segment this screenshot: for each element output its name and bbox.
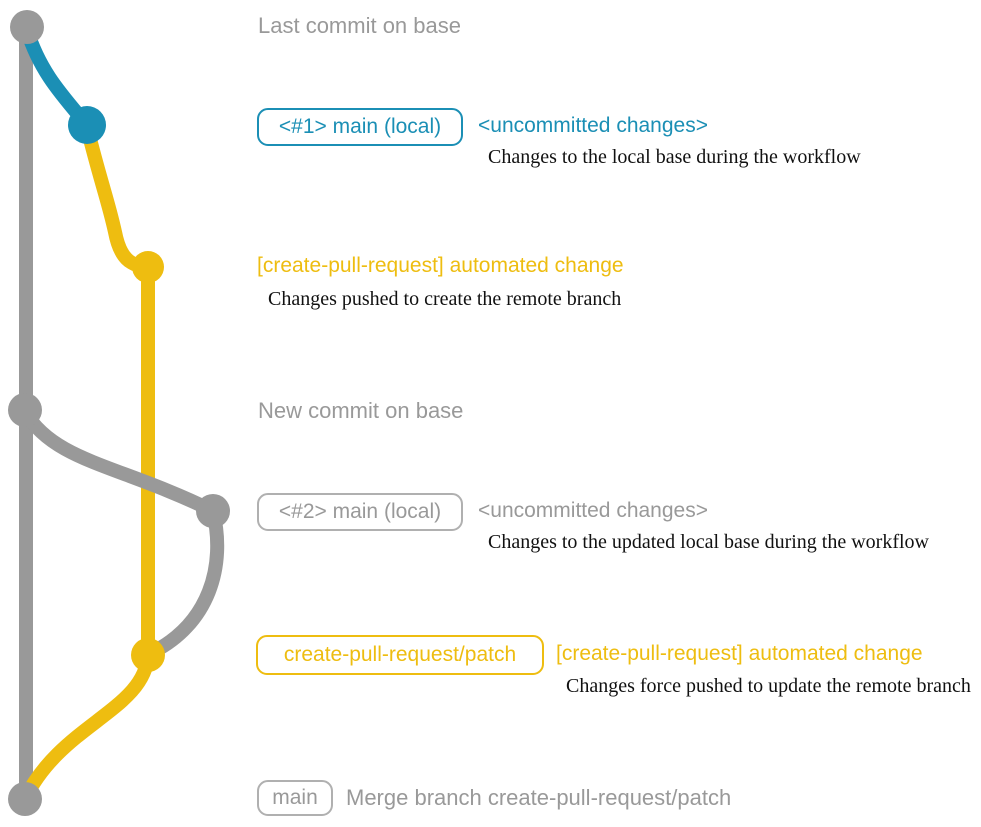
new-commit-label: New commit on base <box>258 398 464 423</box>
patch-merge-line <box>18 648 155 806</box>
git-graph <box>8 10 230 816</box>
branch-tag-main-local-1-label: <#1> main (local) <box>278 115 442 138</box>
note-force-pushed-update-branch: Changes force pushed to update the remot… <box>566 675 971 697</box>
note-local-base-changes: Changes to the local base during the wor… <box>488 146 861 168</box>
commit-dot-base-last <box>10 10 44 44</box>
commit-msg-uncommitted-2: <uncommitted changes> <box>478 499 708 522</box>
branch-tag-patch: create-pull-request/patch <box>256 635 544 675</box>
patch-branch-line <box>80 120 155 662</box>
commit-dot-local-main-1 <box>68 106 106 144</box>
commit-msg-merge: Merge branch create-pull-request/patch <box>346 785 732 810</box>
commit-msg-automated-change-2: [create-pull-request] automated change <box>556 642 923 665</box>
rebase-to-patch-line <box>142 504 225 661</box>
branch-tag-main-local-2: <#2> main (local) <box>257 493 463 531</box>
last-commit-label: Last commit on base <box>258 13 461 38</box>
branch-tag-main-label: main <box>272 786 318 809</box>
branch-tag-main-local-2-label: <#2> main (local) <box>278 500 442 523</box>
updated-local-main-line <box>18 405 220 518</box>
commit-dot-local-main-2 <box>196 494 230 528</box>
commit-dot-patch-2 <box>131 638 165 672</box>
commit-dot-base-new <box>8 393 42 427</box>
commit-msg-automated-change-1: [create-pull-request] automated change <box>257 254 624 277</box>
commit-dot-patch-1 <box>132 251 164 283</box>
branch-tag-main: main <box>257 780 333 816</box>
branch-tag-main-local-1: <#1> main (local) <box>257 108 463 146</box>
commit-dot-merge <box>8 782 42 816</box>
note-updated-local-base-changes: Changes to the updated local base during… <box>488 531 929 553</box>
commit-msg-uncommitted-1: <uncommitted changes> <box>478 114 708 137</box>
branch-tag-patch-label: create-pull-request/patch <box>283 643 517 666</box>
note-pushed-create-branch: Changes pushed to create the remote bran… <box>268 288 622 310</box>
